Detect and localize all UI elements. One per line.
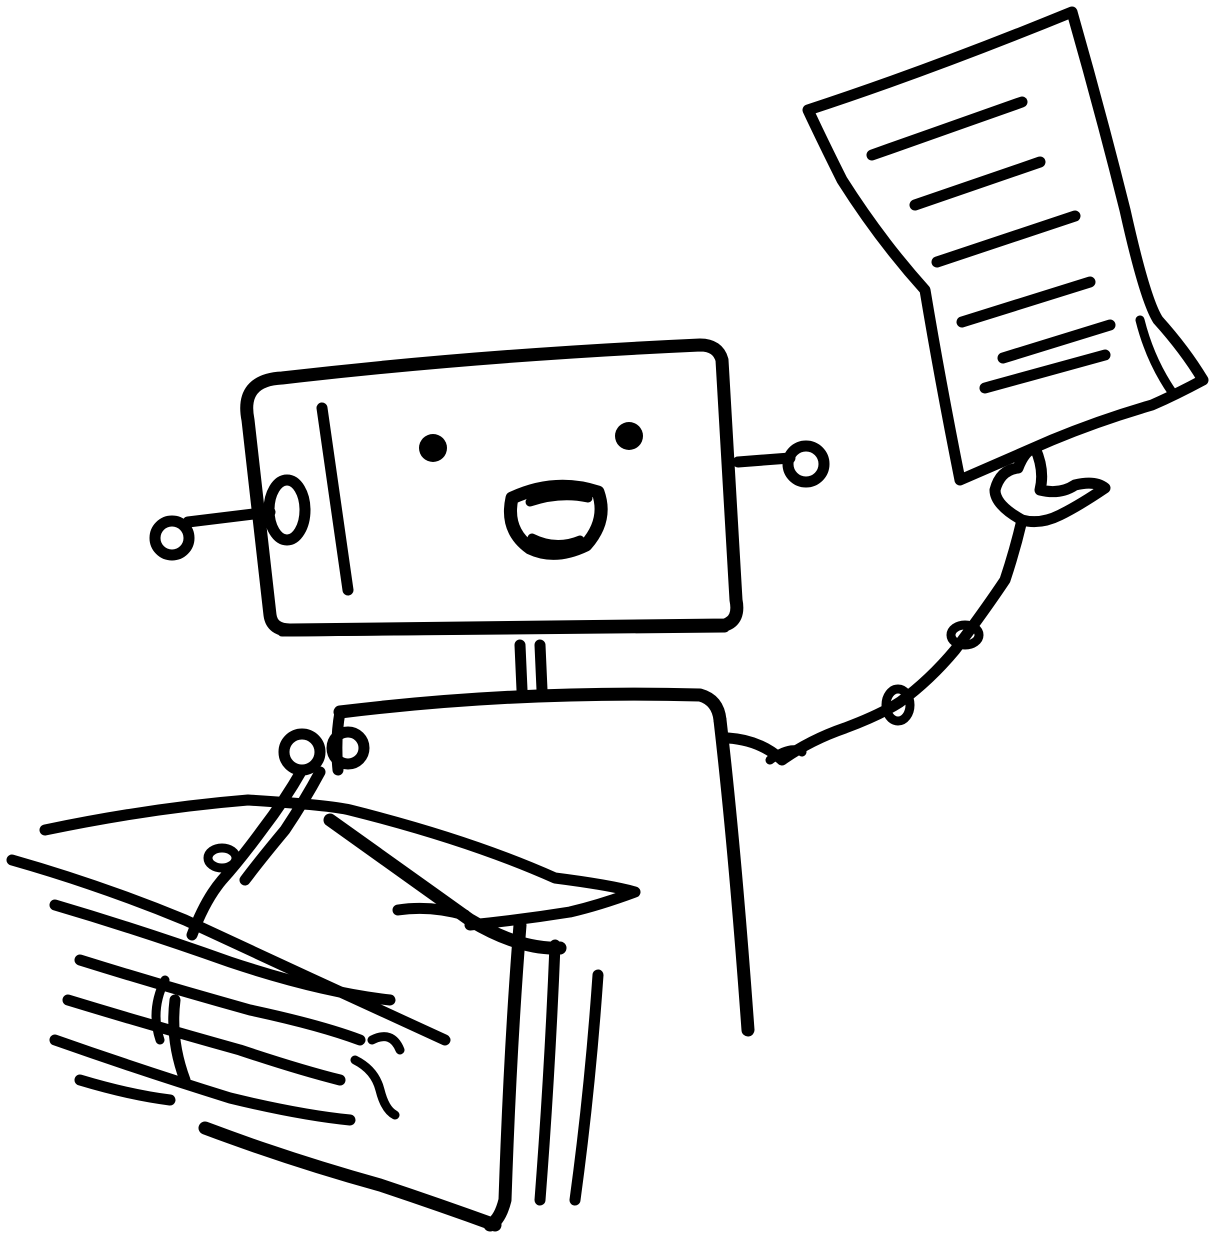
body-top-outline [333, 687, 727, 727]
stack-top-sheet [39, 794, 641, 931]
stack-bottom-edge [198, 1121, 502, 1232]
head-bottom-stroke [277, 623, 730, 637]
body-right-side [713, 713, 755, 1037]
paper-stack [6, 794, 641, 1232]
open-mouth [504, 479, 608, 560]
left-eye [419, 434, 447, 462]
stack-right-edge [483, 918, 527, 1232]
head-side-stroke [316, 402, 354, 596]
raised-paper-text-lines [866, 96, 1116, 394]
head-outline [240, 338, 744, 637]
right-ear-antenna [732, 440, 830, 488]
raised-paper-sheet [802, 6, 1209, 486]
right-arm [722, 442, 1111, 766]
raised-paper-fold [1135, 315, 1177, 397]
raised-paper-outline [802, 6, 1209, 486]
right-hand-pincer [989, 442, 1111, 528]
right-eye [615, 422, 643, 450]
robot-head [240, 338, 744, 637]
left-ear-antenna [149, 474, 311, 561]
robot-neck [514, 639, 548, 696]
